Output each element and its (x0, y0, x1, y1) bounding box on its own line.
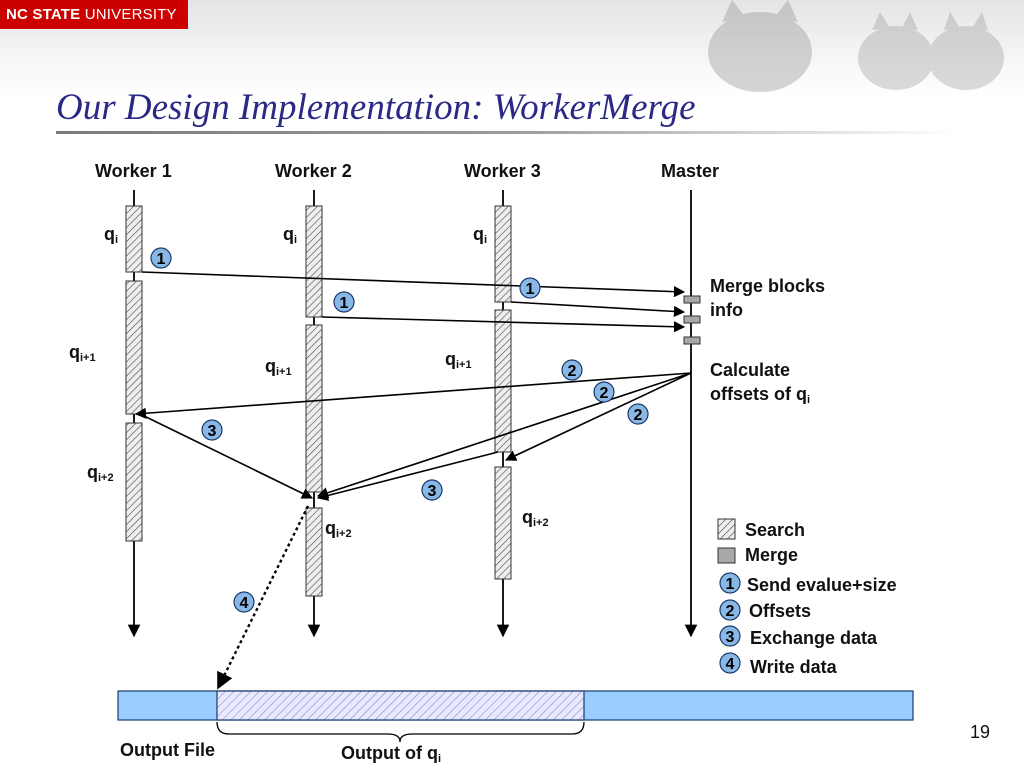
badge-step2-c: 2 (627, 403, 649, 425)
w2-block-qi2 (305, 507, 323, 597)
svg-text:1: 1 (340, 295, 349, 312)
slide-title: Our Design Implementation: WorkerMerge (56, 87, 696, 128)
wolf-head-icon (708, 0, 812, 92)
w3-block-qi1 (494, 309, 512, 453)
merge-blocks-note-line1: Merge blocks (710, 276, 826, 296)
legend-badge-1: 1 (719, 572, 741, 594)
output-qi-label: Output of qi (341, 743, 442, 765)
legend-merge-swatch (717, 547, 736, 564)
legend-step2-label: Offsets (749, 601, 812, 621)
logo-text-thin: UNIVERSITY (80, 6, 177, 23)
w2-label-qi: qi (283, 224, 298, 246)
badge-step3-w1: 3 (201, 419, 223, 441)
calc-offsets-note-line1: Calculate (710, 360, 791, 380)
w1-block-qi1 (125, 280, 143, 415)
calc-offsets-note-line2: offsets of qi (710, 384, 811, 406)
badge-step1-w2: 1 (333, 291, 355, 313)
svg-text:4: 4 (726, 656, 735, 673)
w2-block-qi (305, 205, 323, 318)
legend-search-swatch (717, 518, 736, 540)
badge-step4: 4 (233, 591, 255, 613)
w3-label-qi: qi (473, 224, 488, 246)
title-divider (56, 131, 956, 134)
svg-text:2: 2 (600, 385, 609, 402)
master-merge-block-2 (683, 315, 701, 324)
badge-step1-w3: 1 (519, 277, 541, 299)
svg-text:2: 2 (568, 363, 577, 380)
badge-step1-w1: 1 (150, 247, 172, 269)
worker-1-header: Worker 1 (95, 161, 172, 181)
w1-label-qi2: qi+2 (87, 462, 114, 484)
w1-label-qi: qi (104, 224, 119, 246)
legend-badge-4: 4 (719, 652, 741, 674)
arrow-w1-to-master (141, 271, 686, 298)
arrow-write-output (216, 505, 310, 690)
svg-text:4: 4 (240, 595, 249, 612)
arrow-w3-to-master (510, 301, 686, 318)
legend-step4-label: Write data (750, 657, 837, 677)
w3-label-qi2: qi+2 (522, 507, 549, 529)
wolf-pair-icon (858, 12, 1004, 90)
svg-text:2: 2 (726, 603, 735, 620)
svg-text:1: 1 (726, 576, 735, 593)
legend-step3-label: Exchange data (750, 628, 878, 648)
w3-block-qi (494, 205, 512, 303)
svg-text:1: 1 (526, 281, 535, 298)
w2-label-qi2: qi+2 (325, 518, 352, 540)
arrow-master-to-w2 (316, 372, 692, 499)
master-merge-block-1 (683, 295, 701, 304)
badge-step2-a: 2 (561, 359, 583, 381)
university-logo: NC STATE UNIVERSITY (0, 0, 188, 29)
legend-badge-3: 3 (719, 625, 741, 647)
output-qi-segment (216, 690, 585, 721)
output-file-label: Output File (120, 740, 215, 760)
badge-step2-b: 2 (593, 381, 615, 403)
page-number: 19 (970, 722, 991, 742)
w1-block-qi (125, 205, 143, 273)
logo-text-bold: NC STATE (6, 6, 81, 23)
arrow-w2-to-master (321, 316, 686, 333)
master-merge-block-3 (683, 336, 701, 345)
badge-step3-w3: 3 (421, 479, 443, 501)
w2-label-qi1: qi+1 (265, 356, 292, 378)
arrow-w1-exchange (139, 413, 314, 499)
svg-text:3: 3 (428, 483, 437, 500)
arrow-w3-exchange (316, 451, 499, 501)
w3-block-qi2 (494, 466, 512, 580)
merge-blocks-note-line2: info (710, 300, 743, 320)
worker-3-header: Worker 3 (464, 161, 541, 181)
svg-text:1: 1 (157, 251, 166, 268)
w1-block-qi2 (125, 422, 143, 542)
svg-text:2: 2 (634, 407, 643, 424)
svg-text:3: 3 (726, 629, 735, 646)
legend-step1-label: Send evalue+size (747, 575, 897, 595)
arrow-master-to-w1 (134, 372, 692, 419)
legend-badge-2: 2 (719, 599, 741, 621)
worker-2-header: Worker 2 (275, 161, 352, 181)
arrow-master-to-w3 (504, 372, 692, 461)
output-qi-brace (216, 721, 585, 743)
w1-label-qi1: qi+1 (69, 342, 96, 364)
master-header: Master (661, 161, 720, 181)
w3-label-qi1: qi+1 (445, 349, 472, 371)
w2-block-qi1 (305, 324, 323, 493)
svg-text:3: 3 (208, 423, 217, 440)
legend-search-label: Search (745, 520, 806, 540)
legend-merge-label: Merge (745, 545, 799, 565)
